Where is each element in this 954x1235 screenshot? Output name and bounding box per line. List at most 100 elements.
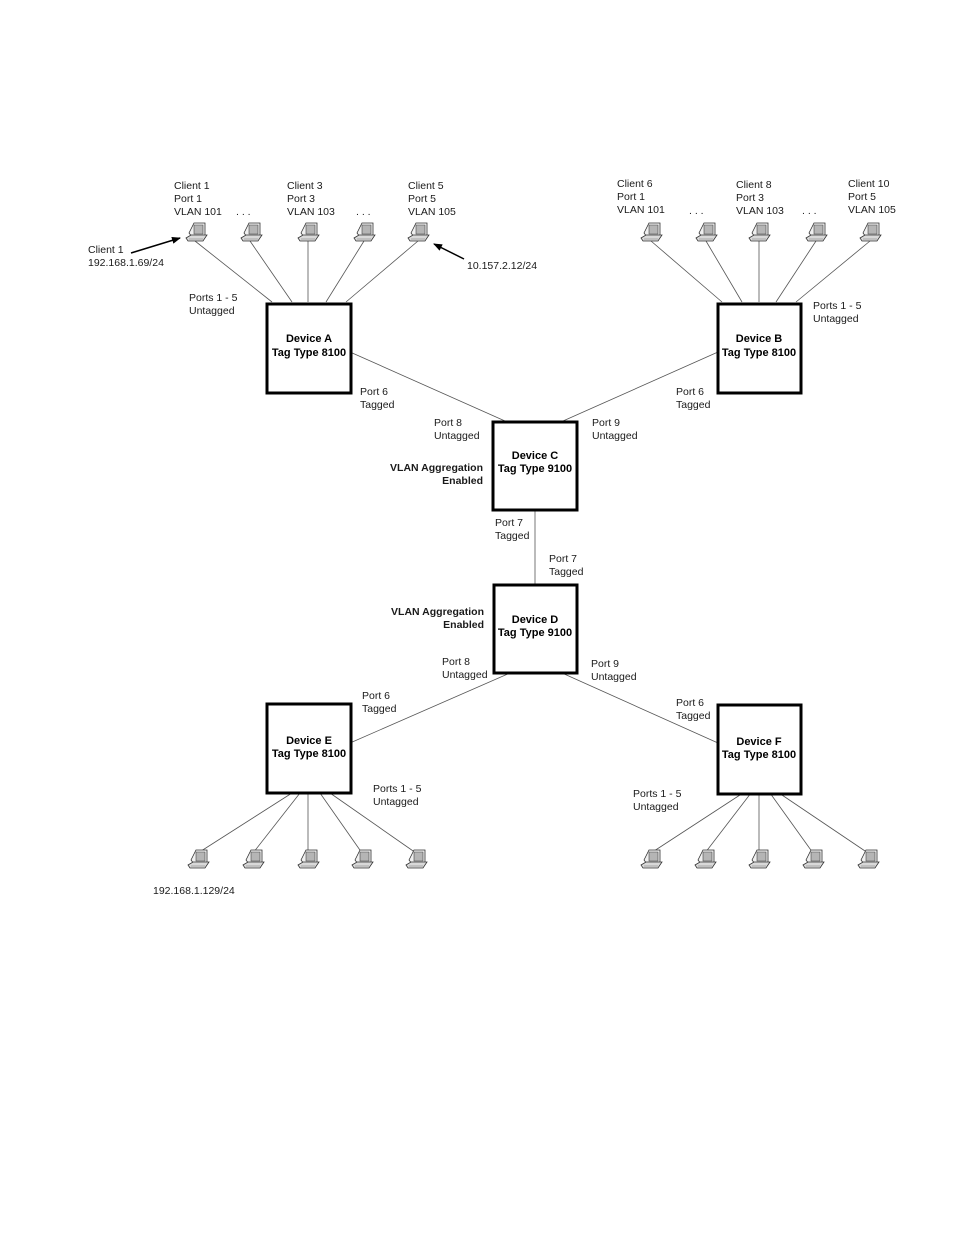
ellipsis-1: . . .	[236, 206, 251, 218]
device-a-port-6-label: Port 6 Tagged	[360, 386, 395, 411]
device-b-port-6-label: Port 6 Tagged	[676, 386, 711, 411]
device-d-port9-mode: Untagged	[591, 671, 637, 683]
device-f-name: Device F	[736, 736, 782, 748]
client-5-port: Port 5	[408, 193, 436, 205]
client-5-vlan: VLAN 105	[408, 206, 456, 218]
client-6-name: Client 6	[617, 178, 653, 190]
device-c-port9-title: Port 9	[592, 417, 620, 429]
device-b-name: Device B	[736, 333, 783, 345]
client-10-label: Client 10 Port 5 VLAN 105	[848, 178, 896, 216]
device-e-workstation-5-icon	[405, 849, 428, 869]
device-d-aggregation-line1: VLAN Aggregation	[391, 606, 484, 618]
device-d-port-8-label: Port 8 Untagged	[442, 656, 488, 681]
client-6-label: Client 6 Port 1 VLAN 101	[617, 178, 665, 216]
device-a-port6-mode: Tagged	[360, 399, 395, 411]
client-3-vlan: VLAN 103	[287, 206, 335, 218]
device-c-port-8-label: Port 8 Untagged	[434, 417, 480, 442]
device-d: Device D Tag Type 9100	[492, 583, 579, 675]
client-5-label: Client 5 Port 5 VLAN 105	[408, 180, 456, 218]
device-c-port8-mode: Untagged	[434, 430, 480, 442]
device-b: Device B Tag Type 8100	[716, 302, 803, 395]
device-b-clients	[640, 222, 882, 242]
client-1-ip-annotation: Client 1 192.168.1.69/24	[88, 236, 181, 269]
ellipsis-2: . . .	[356, 206, 371, 218]
device-c-vlan-aggregation-label: VLAN Aggregation Enabled	[390, 462, 483, 487]
ellipsis-3: . . .	[689, 205, 704, 217]
device-e-ports-1-5-label: Ports 1 - 5 Untagged	[373, 783, 422, 808]
client-3-port: Port 3	[287, 193, 315, 205]
client-3-name: Client 3	[287, 180, 323, 192]
client-10-vlan: VLAN 105	[848, 204, 896, 216]
device-c-tag-type: Tag Type 9100	[498, 463, 572, 475]
device-e-ports-title: Ports 1 - 5	[373, 783, 422, 795]
client-9-workstation-icon	[805, 222, 828, 242]
client-5-arrow-icon	[433, 243, 465, 260]
client-2-workstation-icon	[240, 222, 263, 242]
device-f-port6-title: Port 6	[676, 697, 704, 709]
client-5-workstation-icon	[407, 222, 430, 242]
client-10-workstation-icon	[859, 222, 882, 242]
device-f-workstation-1-icon	[640, 849, 663, 869]
client-1-ip-address: 192.168.1.69/24	[88, 257, 164, 269]
device-f-workstation-5-icon	[857, 849, 880, 869]
device-d-name: Device D	[512, 614, 559, 626]
client-4-workstation-icon	[353, 222, 376, 242]
client-5-ip-annotation: 10.157.2.12/24	[433, 243, 537, 272]
device-e-clients	[187, 849, 428, 869]
device-b-port6-mode: Tagged	[676, 399, 711, 411]
device-f-port-6-label: Port 6 Tagged	[676, 697, 711, 722]
backbone-links	[349, 351, 719, 744]
client-3-workstation-icon	[297, 222, 320, 242]
device-f-workstation-4-icon	[802, 849, 825, 869]
client-1-label: Client 1 Port 1 VLAN 101	[174, 180, 222, 218]
device-d-port8-mode: Untagged	[442, 669, 488, 681]
client-1-vlan: VLAN 101	[174, 206, 222, 218]
device-a-client-links	[194, 240, 419, 303]
client-8-label: Client 8 Port 3 VLAN 103	[736, 179, 784, 217]
device-d-port-7-label: Port 7 Tagged	[549, 553, 584, 578]
device-a-name: Device A	[286, 333, 332, 345]
client-5-name: Client 5	[408, 180, 444, 192]
device-d-port-9-label: Port 9 Untagged	[591, 658, 637, 683]
device-e-workstation-1-icon	[187, 849, 210, 869]
client-1-port: Port 1	[174, 193, 202, 205]
device-a-ports-title: Ports 1 - 5	[189, 292, 238, 304]
ellipsis-4: . . .	[802, 205, 817, 217]
device-d-tag-type: Tag Type 9100	[498, 627, 572, 639]
client-8-name: Client 8	[736, 179, 772, 191]
client-1-ip-title: Client 1	[88, 244, 124, 256]
client-10-name: Client 10	[848, 178, 890, 190]
client-7-workstation-icon	[695, 222, 718, 242]
device-e-name: Device E	[286, 735, 332, 747]
device-f-clients	[640, 849, 880, 869]
client-8-port: Port 3	[736, 192, 764, 204]
device-b-tag-type: Tag Type 8100	[722, 347, 796, 359]
client-8-workstation-icon	[748, 222, 771, 242]
device-f-port6-mode: Tagged	[676, 710, 711, 722]
client-1-workstation-icon	[185, 222, 208, 242]
device-a-ports-1-5-label: Ports 1 - 5 Untagged	[189, 292, 238, 317]
device-c-port8-title: Port 8	[434, 417, 462, 429]
device-b-ports-mode: Untagged	[813, 313, 859, 325]
device-c-name: Device C	[512, 450, 559, 462]
device-b-port6-title: Port 6	[676, 386, 704, 398]
device-c-port7-mode: Tagged	[495, 530, 530, 542]
client-5-ip-address: 10.157.2.12/24	[467, 260, 537, 272]
device-a-ports-mode: Untagged	[189, 305, 235, 317]
device-e-port-6-label: Port 6 Tagged	[362, 690, 397, 715]
device-f-tag-type: Tag Type 8100	[722, 749, 796, 761]
device-d-port7-title: Port 7	[549, 553, 577, 565]
device-e-tag-type: Tag Type 8100	[272, 748, 346, 760]
device-f-workstation-3-icon	[748, 849, 771, 869]
device-c-port9-mode: Untagged	[592, 430, 638, 442]
device-a: Device A Tag Type 8100	[265, 302, 353, 395]
device-f-ports-mode: Untagged	[633, 801, 679, 813]
device-c-port-9-label: Port 9 Untagged	[592, 417, 638, 442]
device-d-port9-title: Port 9	[591, 658, 619, 670]
device-f-workstation-2-icon	[694, 849, 717, 869]
device-e-port6-mode: Tagged	[362, 703, 397, 715]
device-b-ports-title: Ports 1 - 5	[813, 300, 862, 312]
device-c-aggregation-line1: VLAN Aggregation	[390, 462, 483, 474]
device-c-port7-title: Port 7	[495, 517, 523, 529]
